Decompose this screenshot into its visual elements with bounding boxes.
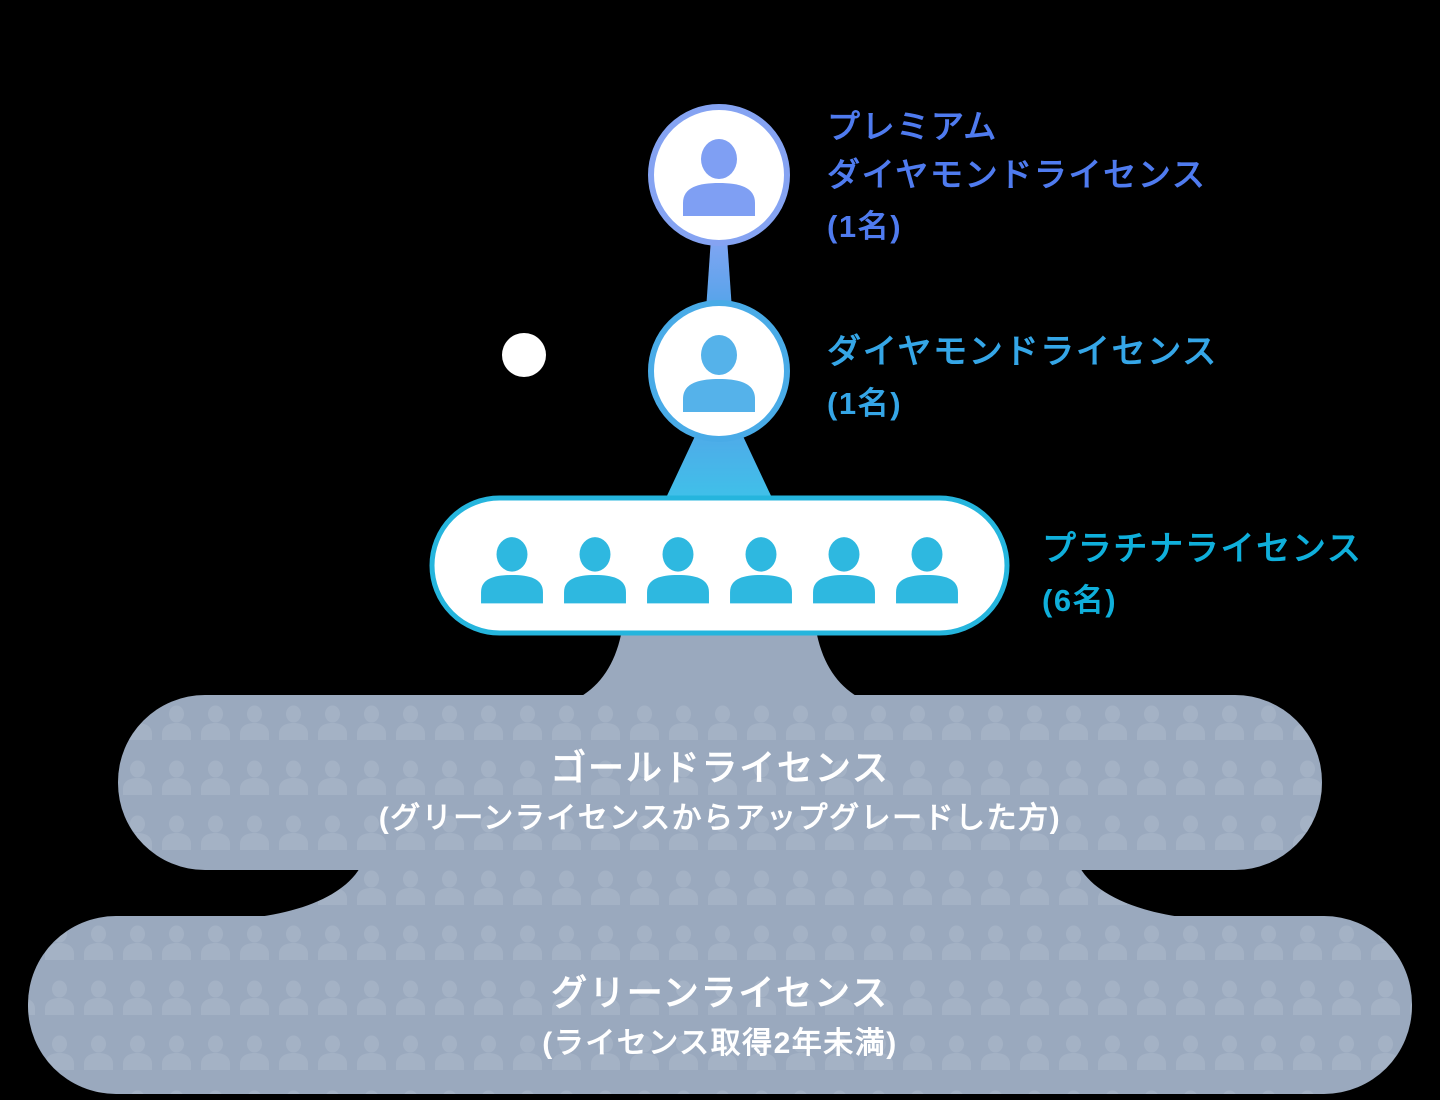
connector-diamond-to-platinum	[665, 434, 773, 500]
decorative-dot	[502, 333, 546, 377]
connector-platinum-to-gold	[580, 630, 858, 697]
diamond-count: (1名)	[827, 386, 903, 421]
premium-diamond-label: プレミアム ダイヤモンドライセンス	[827, 103, 1207, 199]
green-label: グリーンライセンス	[551, 972, 889, 1013]
gold-level-crowd-pattern	[118, 695, 1322, 870]
gold-note: (グリーンライセンスからアップグレードした方)	[378, 802, 1062, 835]
premium-diamond-label-line2: ダイヤモンドライセンス	[827, 156, 1207, 193]
connector-premium-to-diamond	[706, 238, 732, 310]
connector-gold-to-green-pattern	[250, 864, 1190, 918]
gold-label: ゴールドライセンス	[550, 747, 890, 788]
premium-diamond-count: (1名)	[827, 209, 903, 244]
premium-diamond-label-line1: プレミアム	[827, 108, 998, 145]
platinum-label: プラチナライセンス	[1042, 530, 1363, 568]
green-note: (ライセンス取得2年未満)	[542, 1027, 898, 1060]
platinum-count: (6名)	[1042, 583, 1118, 618]
green-level-crowd-pattern	[28, 916, 1412, 1094]
diamond-label: ダイヤモンドライセンス	[827, 333, 1218, 371]
